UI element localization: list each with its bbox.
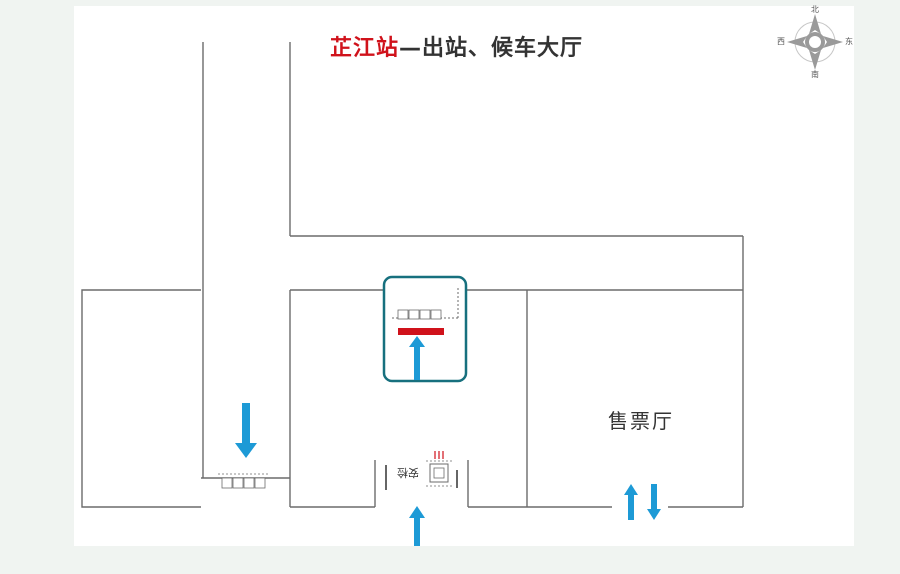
walls bbox=[81, 42, 744, 508]
left-building-wall bbox=[81, 289, 201, 508]
ticket-hall-label: 售票厅 bbox=[608, 409, 674, 433]
page-title: 芷江站—出站、候车大厅 bbox=[330, 30, 583, 62]
title-suffix: —出站、候车大厅 bbox=[399, 36, 584, 61]
turnstile-icon bbox=[218, 473, 270, 489]
exit-gate-highlight-frame bbox=[382, 275, 468, 383]
bidirectional-arrows-icon bbox=[624, 484, 661, 520]
map-card bbox=[74, 6, 854, 546]
up-arrow-icon bbox=[624, 484, 638, 520]
ticket-gate-icon bbox=[392, 288, 459, 335]
security-scanner-icon bbox=[385, 451, 458, 490]
compass-west-label: 西 bbox=[777, 37, 785, 46]
compass-north-label: 北 bbox=[811, 5, 819, 14]
up-arrow-icon bbox=[409, 336, 425, 380]
down-arrow-icon bbox=[647, 484, 661, 520]
compass-south-label: 南 bbox=[811, 70, 819, 79]
down-arrow-icon bbox=[235, 403, 257, 458]
compass-east-label: 东 bbox=[845, 37, 853, 46]
security-check-label: 安检 bbox=[397, 466, 419, 479]
station-name: 芷江站 bbox=[330, 36, 400, 61]
entrance-up-arrow-icon bbox=[409, 506, 425, 546]
exit-gate-bar bbox=[398, 328, 444, 335]
compass-icon bbox=[787, 14, 843, 70]
